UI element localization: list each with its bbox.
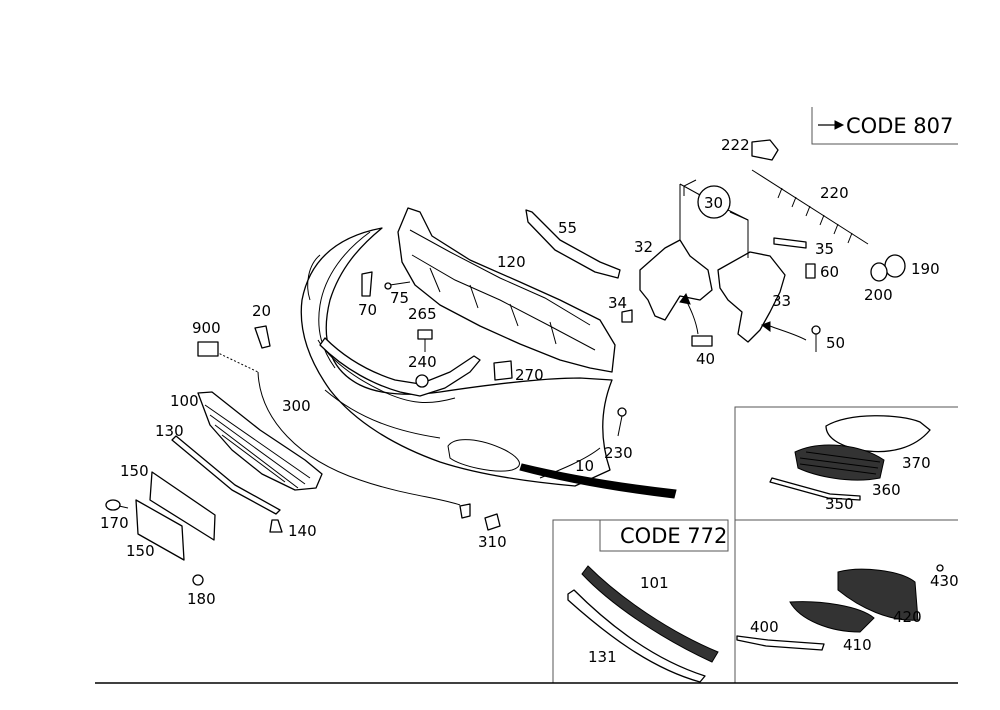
grille-410 [789,601,875,633]
callout-180: 180 [187,590,216,608]
callout-310: 310 [478,533,507,551]
callout-220: 220 [820,184,849,202]
callout-230: 230 [604,444,633,462]
callout-35: 35 [815,240,834,258]
callout-120: 120 [497,253,526,271]
callout-30: 30 [704,194,723,212]
bracket-70 [361,271,373,297]
trim-strip-130 [171,435,281,515]
screw-50 [811,325,821,352]
screw-170 [105,499,129,511]
callout-400: 400 [750,618,779,636]
mesh-grille-101 [581,565,719,663]
callout-190: 190 [911,260,940,278]
callout-170: 170 [100,514,129,532]
callout-10: 10 [575,457,594,475]
lower-spoiler [319,337,481,397]
callout-34: 34 [608,294,627,312]
callout-33: 33 [772,292,791,310]
trim-370 [825,415,931,453]
screw-230 [617,407,627,437]
callout-350: 350 [825,495,854,513]
strip-400 [736,635,825,651]
callout-900: 900 [192,319,221,337]
clip-310 [484,513,501,531]
callout-30-circle [697,185,731,219]
callout-50: 50 [826,334,845,352]
callout-100: 100 [170,392,199,410]
callout-40: 40 [696,350,715,368]
code-772-label: CODE 772 [620,524,727,548]
callout-265: 265 [408,305,437,323]
bracket-33 [717,251,786,343]
callout-370: 370 [902,454,931,472]
grille-420 [837,568,919,621]
clip-270 [493,360,513,381]
callout-420: 420 [893,608,922,626]
callout-55: 55 [558,219,577,237]
callout-270: 270 [515,366,544,384]
callout-20: 20 [252,302,271,320]
callout-200: 200 [864,286,893,304]
clip-34 [621,309,633,323]
callout-430: 430 [930,572,959,590]
callout-labels: 10 20 30 32 33 34 35 40 50 55 60 70 75 1… [100,136,959,666]
strip-131 [567,589,706,683]
label-900 [197,341,219,357]
callout-32: 32 [634,238,653,256]
clip-140 [269,519,283,533]
nut-180 [192,574,204,586]
callout-150-bottom: 150 [126,542,155,560]
parking-sensor [870,254,906,282]
code-807-label: CODE 807 [846,114,953,138]
callout-300: 300 [282,397,311,415]
nut-240 [415,374,429,388]
bolt-265 [417,329,433,352]
clip-20 [254,325,271,349]
strip-350 [769,477,861,501]
callout-240: 240 [408,353,437,371]
callout-150-top: 150 [120,462,149,480]
bumper-cover [300,227,613,487]
clip-430 [936,564,944,572]
bolt-75 [389,281,411,286]
callout-60: 60 [820,263,839,281]
callout-140: 140 [288,522,317,540]
cable-300 [257,371,461,506]
option-panels: CODE 772 [95,406,958,684]
callout-410: 410 [843,636,872,654]
callout-70: 70 [358,301,377,319]
lower-grille-100 [197,391,323,491]
impact-absorber [397,207,616,373]
connector-300 [459,503,471,519]
callout-130: 130 [155,422,184,440]
code-807-box: CODE 807 [811,107,958,145]
clip-40 [691,335,713,347]
pointer-arrow-10 [519,463,677,499]
connector-222 [751,139,779,161]
callout-360: 360 [872,481,901,499]
plate-bracket-150b [135,499,185,561]
clip-60 [805,263,816,279]
seal-35 [773,237,807,249]
callout-131: 131 [588,648,617,666]
callout-101: 101 [640,574,669,592]
trim-strip-55 [525,209,621,279]
plate-bracket-150a [149,471,216,541]
callout-75: 75 [390,289,409,307]
callout-222: 222 [721,136,750,154]
